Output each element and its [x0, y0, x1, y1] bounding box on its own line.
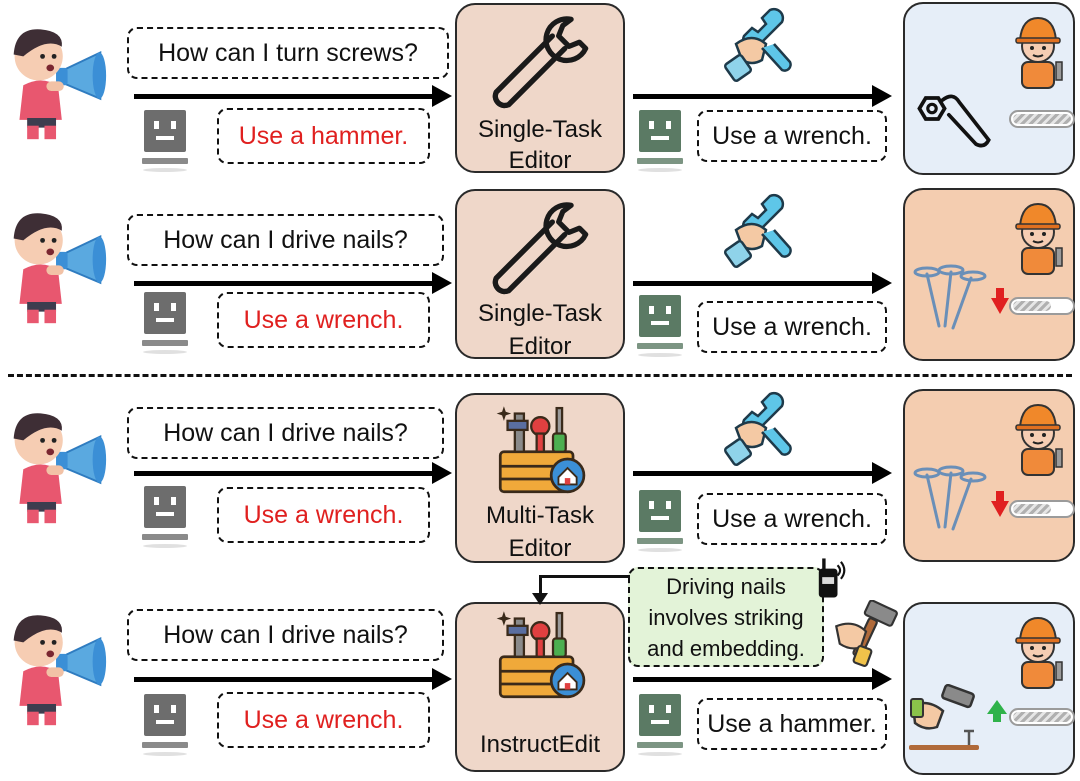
answer-bubble: Use a wrench.: [217, 692, 430, 748]
worker-icon: [1007, 610, 1069, 690]
person-megaphone-icon: [4, 14, 110, 144]
capability-bar: [1009, 500, 1075, 518]
wrench-icon: [487, 11, 597, 115]
output-arrow: [633, 471, 873, 476]
result-box-failure: [903, 389, 1075, 562]
robot-icon: [637, 108, 683, 172]
instructedit-editor: InstructEdit: [455, 602, 625, 772]
robot-icon: [637, 488, 683, 552]
output-arrowhead: [872, 668, 892, 690]
input-arrow: [134, 677, 434, 682]
instruction-line: Driving nails: [666, 574, 786, 599]
output-arrowhead: [872, 462, 892, 484]
robot-icon: [637, 293, 683, 357]
toolbox-icon: [493, 604, 593, 704]
arrow-down-icon: [996, 288, 1004, 298]
output-bubble: Use a hammer.: [697, 698, 887, 750]
multi-task-editor: Multi-Task Editor: [455, 393, 625, 563]
robot-icon: [142, 484, 188, 548]
input-arrowhead: [432, 462, 452, 484]
result-box-failure: [903, 188, 1075, 361]
capability-bar: [1009, 110, 1075, 128]
editor-label: InstructEdit: [479, 731, 601, 758]
robot-icon: [142, 290, 188, 354]
answer-bubble: Use a wrench.: [217, 487, 430, 543]
output-bubble: Use a wrench.: [697, 301, 887, 353]
walkie-talkie-icon: [812, 556, 846, 600]
input-arrow: [134, 94, 434, 99]
single-task-editor: Single-Task Editor: [455, 3, 625, 174]
arrow-up-icon: [993, 714, 1001, 722]
toolbox-icon: [493, 399, 593, 499]
output-bubble: Use a wrench.: [697, 110, 887, 162]
robot-icon: [142, 692, 188, 756]
feedback-connector: [539, 575, 542, 595]
output-arrowhead: [872, 85, 892, 107]
input-arrow: [134, 281, 434, 286]
worker-icon: [1007, 196, 1069, 276]
result-box-success: [903, 2, 1075, 175]
worker-icon: [1007, 10, 1069, 90]
capability-bar: [1009, 297, 1075, 315]
hand-wrench-icon: [722, 4, 802, 84]
input-arrow: [134, 471, 434, 476]
arrow-down-icon: [991, 501, 1009, 517]
feedback-arrowhead: [532, 593, 548, 605]
nails-icon: [909, 262, 989, 332]
question-bubble: How can I drive nails?: [127, 407, 444, 459]
input-arrowhead: [432, 272, 452, 294]
answer-bubble: Use a wrench.: [217, 292, 430, 348]
editor-label: Editor: [508, 147, 572, 174]
editor-label: Editor: [508, 535, 572, 562]
hammer-nail-icon: [909, 684, 989, 756]
output-bubble: Use a wrench.: [697, 493, 887, 545]
hand-hammer-icon: [828, 600, 904, 670]
arrow-up-icon: [987, 700, 1007, 714]
robot-icon: [142, 108, 188, 172]
person-megaphone-icon: [4, 198, 110, 328]
editor-label: Multi-Task: [485, 502, 594, 529]
single-task-editor: Single-Task Editor: [455, 189, 625, 360]
input-arrowhead: [432, 85, 452, 107]
worker-icon: [1007, 397, 1069, 477]
editor-label: Single-Task: [477, 116, 603, 143]
editor-label: Editor: [508, 333, 572, 360]
output-arrow: [633, 94, 873, 99]
section-divider: [8, 374, 1072, 377]
editor-label: Single-Task: [477, 300, 603, 327]
person-megaphone-icon: [4, 398, 110, 528]
question-bubble: How can I turn screws?: [127, 27, 449, 79]
answer-bubble: Use a hammer.: [217, 108, 430, 164]
nut-wrench-icon: [911, 84, 995, 154]
output-arrow: [633, 281, 873, 286]
hand-wrench-icon: [722, 190, 802, 270]
output-arrowhead: [872, 272, 892, 294]
arrow-down-icon: [996, 491, 1004, 501]
input-arrowhead: [432, 668, 452, 690]
wrench-icon: [487, 197, 597, 301]
feedback-connector: [539, 575, 630, 578]
output-arrow: [633, 677, 873, 682]
capability-bar: [1009, 708, 1075, 726]
instruction-line: involves striking: [648, 605, 804, 630]
hand-wrench-icon: [722, 388, 802, 468]
question-bubble: How can I drive nails?: [127, 214, 444, 266]
nails-icon: [909, 463, 989, 533]
arrow-down-icon: [991, 298, 1009, 314]
question-bubble: How can I drive nails?: [127, 609, 444, 661]
result-box-success: [903, 602, 1075, 775]
robot-icon: [637, 692, 683, 756]
person-megaphone-icon: [4, 600, 110, 730]
instruction-line: and embedding.: [647, 636, 805, 661]
instruction-box: Driving nails involves striking and embe…: [628, 567, 824, 667]
